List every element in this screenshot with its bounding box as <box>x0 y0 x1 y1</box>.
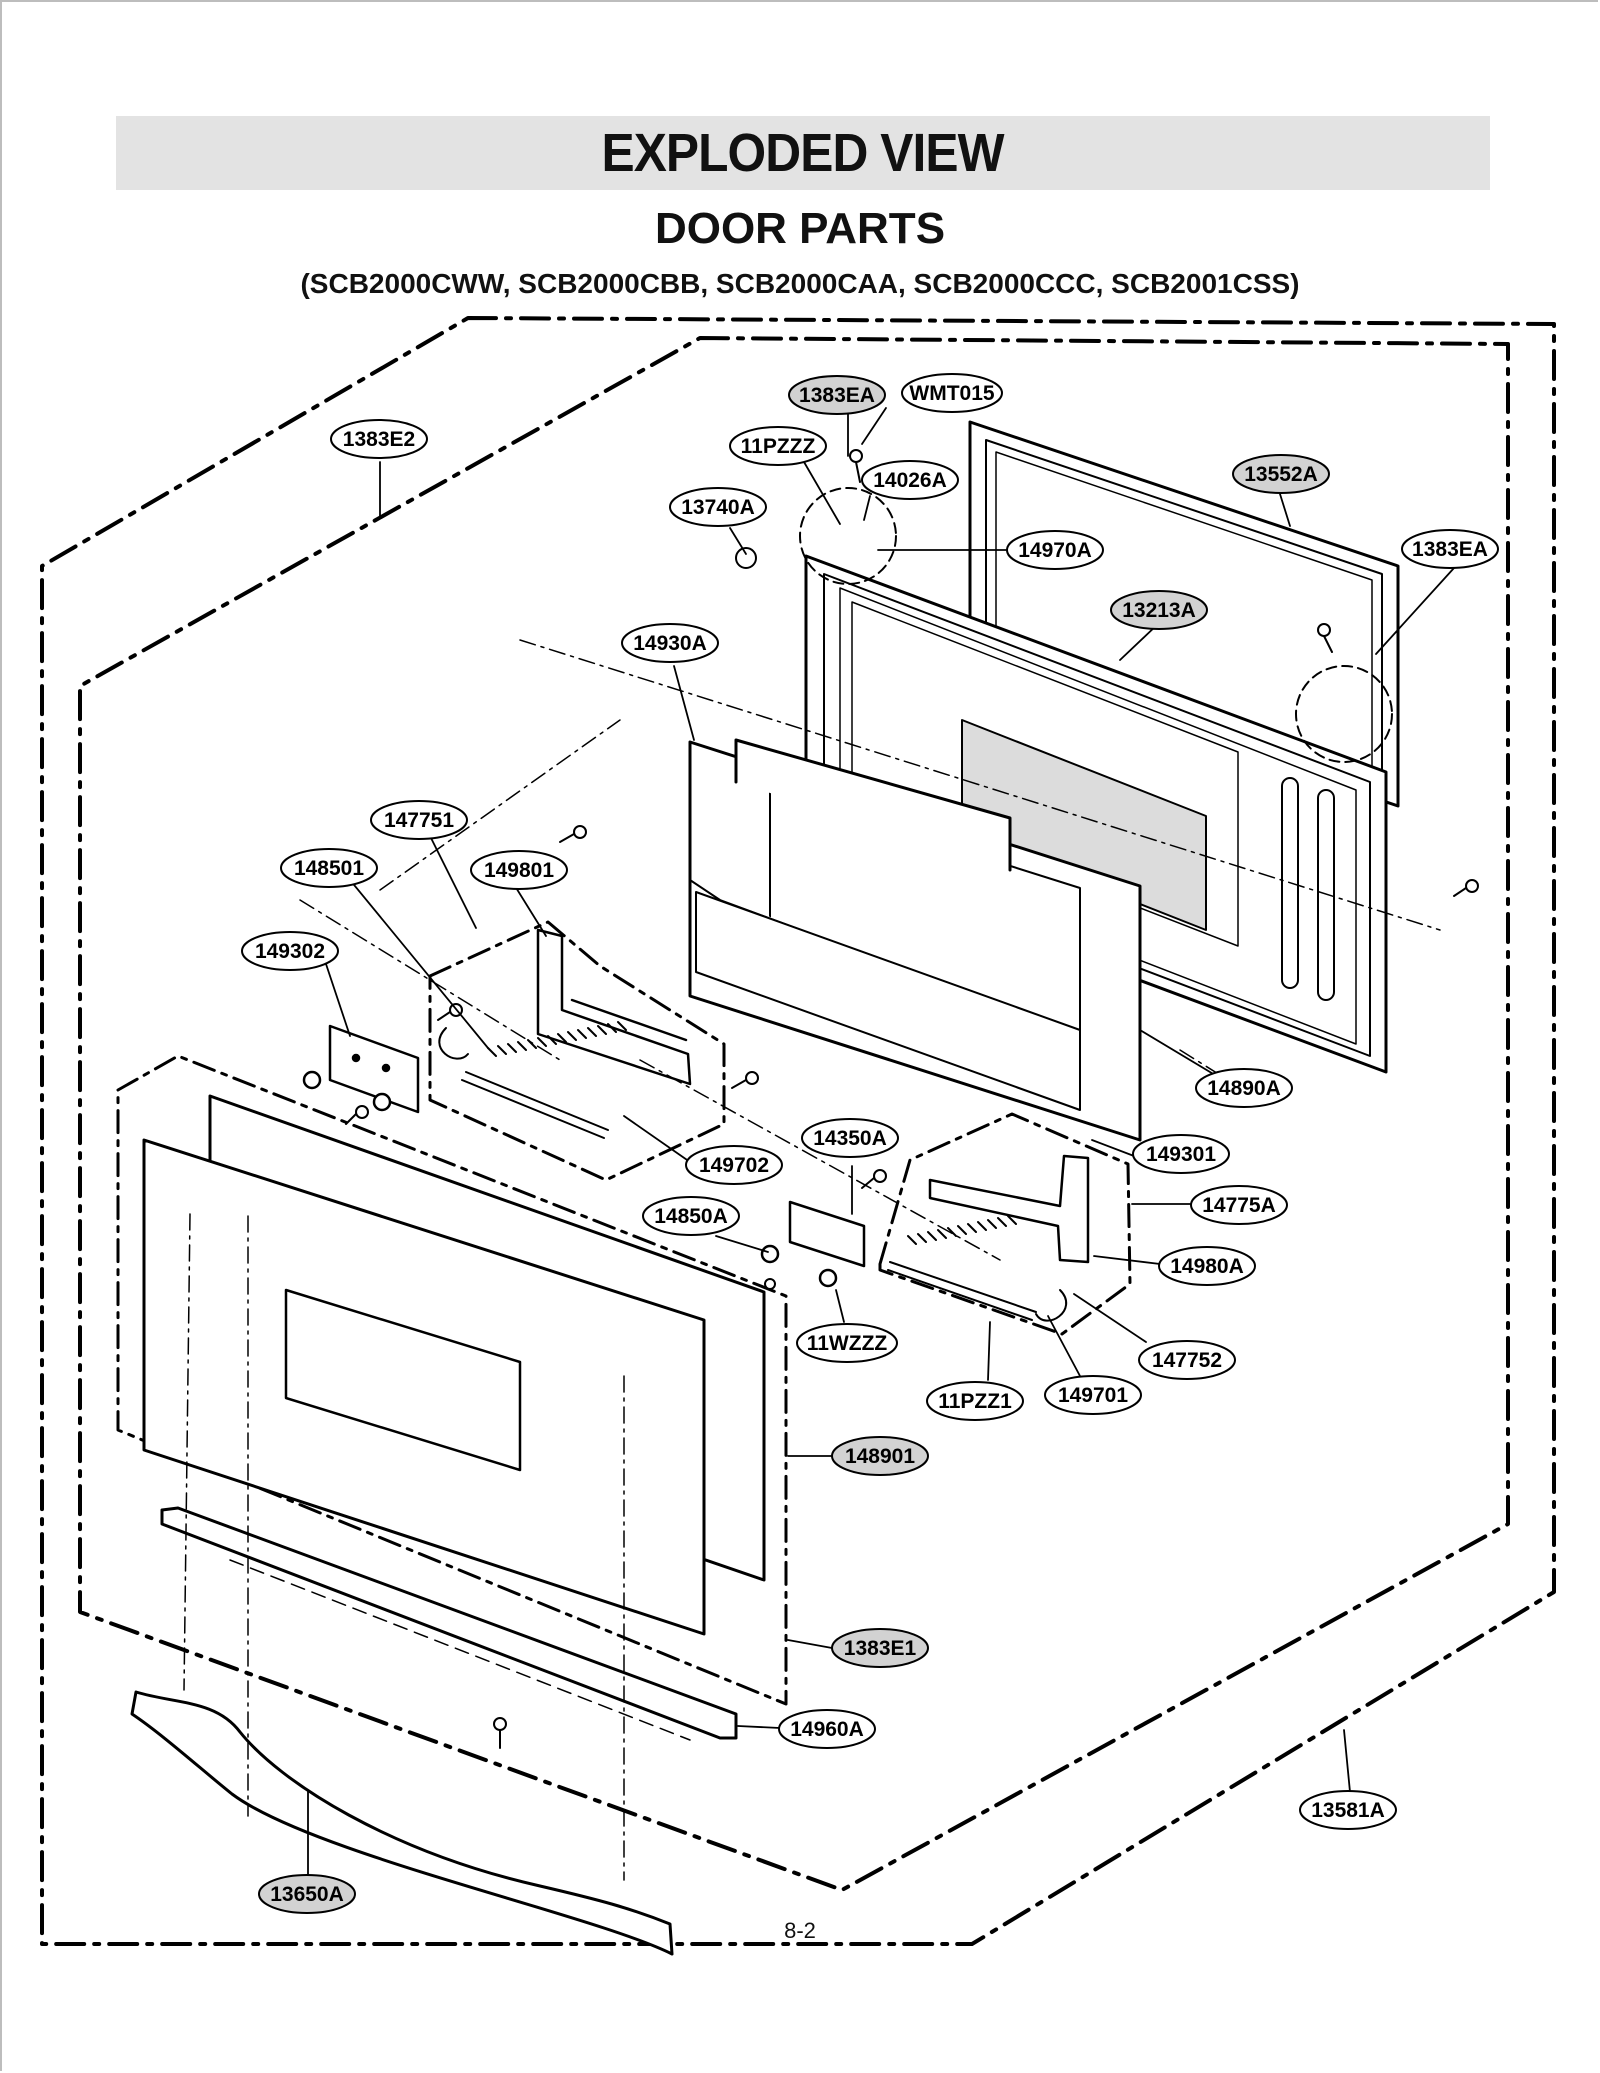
label-text: 13581A <box>1311 1799 1385 1822</box>
label-text: 14026A <box>873 469 947 492</box>
label-text: 149302 <box>255 940 325 963</box>
label-149801: 149801 <box>470 850 568 890</box>
label-13213A: 13213A <box>1110 590 1208 630</box>
label-14775A: 14775A <box>1190 1185 1288 1225</box>
hinge-arm-right <box>928 1154 1090 1264</box>
label-text: 1383EA <box>1412 538 1488 561</box>
label-text: 13740A <box>681 496 755 519</box>
label-11PZZ1: 11PZZ1 <box>926 1381 1024 1421</box>
page-title: EXPLODED VIEW <box>601 123 1005 183</box>
page-number: 8-2 <box>784 1918 816 1943</box>
leader-lines <box>307 407 1455 1877</box>
outer-door-glass <box>142 1138 706 1636</box>
hinge-detail-top <box>799 487 897 585</box>
label-text: 11PZZ1 <box>938 1390 1012 1413</box>
label-text: 1383E2 <box>343 428 415 451</box>
label-text: 149702 <box>699 1154 769 1177</box>
label-text: 148501 <box>294 857 364 880</box>
part-labels: 1383EA WMT015 11PZZZ 14026A 13552A 1383E… <box>241 373 1499 1914</box>
spring-group-right <box>878 1112 1132 1336</box>
label-148501: 148501 <box>280 848 378 888</box>
hinge-detail-right <box>1295 665 1393 763</box>
label-text: 148901 <box>845 1445 915 1468</box>
label-text: 14890A <box>1207 1077 1281 1100</box>
label-13650A: 13650A <box>258 1874 356 1914</box>
label-14350A: 14350A <box>801 1118 899 1158</box>
label-149701: 149701 <box>1044 1375 1142 1415</box>
label-WMT015: WMT015 <box>901 373 1003 413</box>
boundary-inner <box>78 336 1510 1892</box>
label-13740A: 13740A <box>669 487 767 527</box>
label-text: 149801 <box>484 859 554 882</box>
page-subtitle: DOOR PARTS <box>654 204 946 253</box>
label-text: 13650A <box>270 1883 344 1906</box>
label-text: 147751 <box>384 809 454 832</box>
label-11WZZZ: 11WZZZ <box>796 1323 898 1363</box>
label-14980A: 14980A <box>1158 1246 1256 1286</box>
hinge-bracket-right <box>760 1200 866 1288</box>
label-text: 149701 <box>1058 1384 1128 1407</box>
label-11PZZZ: 11PZZZ <box>729 426 827 466</box>
spring-group-left <box>428 920 726 1182</box>
label-149702: 149702 <box>685 1145 783 1185</box>
label-text: 14930A <box>633 632 707 655</box>
label-text: 1383EA <box>799 384 875 407</box>
label-149302: 149302 <box>241 931 339 971</box>
label-text: 147752 <box>1152 1349 1222 1372</box>
hinge-bracket-left <box>302 1024 420 1114</box>
title-band: EXPLODED VIEW <box>116 116 1490 190</box>
model-list: (SCB2000CWW, SCB2000CBB, SCB2000CAA, SCB… <box>300 268 1300 299</box>
label-text: 149301 <box>1146 1143 1216 1166</box>
label-14960A: 14960A <box>778 1709 876 1749</box>
label-text: 14970A <box>1018 539 1092 562</box>
label-13581A: 13581A <box>1299 1790 1397 1830</box>
label-149301: 149301 <box>1132 1134 1230 1174</box>
label-text: WMT015 <box>909 382 995 405</box>
label-text: 13213A <box>1122 599 1196 622</box>
label-14850A: 14850A <box>642 1196 740 1236</box>
label-14890A: 14890A <box>1195 1068 1293 1108</box>
glass-group <box>116 1054 788 1706</box>
label-text: 1383E1 <box>844 1637 917 1660</box>
trim-strip <box>160 1506 738 1741</box>
label-1383EA-top: 1383EA <box>788 375 886 415</box>
label-text: 14980A <box>1170 1255 1244 1278</box>
inner-door-panel <box>804 554 1388 1074</box>
projection-lines <box>183 639 1441 1881</box>
label-14930A: 14930A <box>621 623 719 663</box>
spring-right <box>887 1215 1068 1322</box>
label-text: 14350A <box>813 1127 887 1150</box>
label-1383EA-right: 1383EA <box>1401 529 1499 569</box>
boundary-outer <box>40 316 1556 1946</box>
label-text: 11PZZZ <box>741 435 816 458</box>
label-13552A: 13552A <box>1232 454 1330 494</box>
label-14970A: 14970A <box>1006 530 1104 570</box>
door-frame <box>688 738 1142 1142</box>
label-text: 11WZZZ <box>807 1332 888 1355</box>
label-text: 14775A <box>1202 1194 1276 1217</box>
label-text: 14850A <box>654 1205 728 1228</box>
spring-left <box>438 1021 627 1139</box>
label-1383E2: 1383E2 <box>330 419 428 459</box>
label-147751: 147751 <box>370 800 468 840</box>
label-text: 14960A <box>790 1718 864 1741</box>
label-147752: 147752 <box>1138 1340 1236 1380</box>
label-14026A: 14026A <box>861 460 959 500</box>
label-1383E1: 1383E1 <box>831 1628 929 1668</box>
door-handle <box>130 1690 674 1956</box>
label-148901: 148901 <box>831 1436 929 1476</box>
hinge-arm-left <box>536 928 692 1086</box>
label-text: 13552A <box>1244 463 1318 486</box>
